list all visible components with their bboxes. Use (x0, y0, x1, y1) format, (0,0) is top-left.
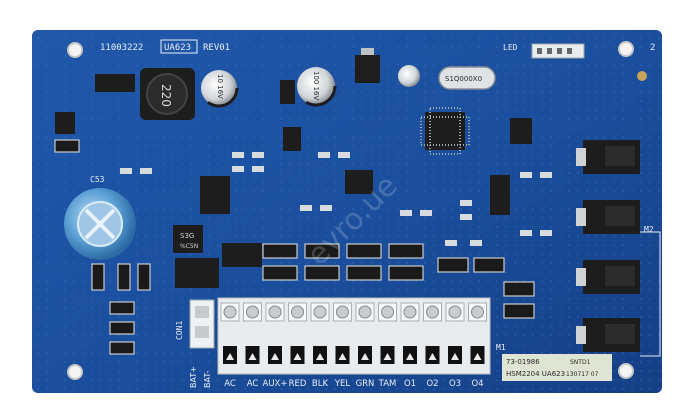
smd-components (54, 139, 552, 355)
terminal-label: AC (247, 379, 259, 389)
svg-text:220: 220 (159, 84, 173, 107)
terminal-screw (243, 302, 262, 364)
led-connector (531, 43, 585, 59)
terminal-screw (288, 302, 307, 364)
svg-text:73-01986: 73-01986 (506, 358, 540, 366)
terminal-label: GRN (356, 379, 375, 389)
terminal-screw (400, 302, 420, 364)
battery-connector (189, 299, 215, 349)
terminal-label: BAT- (203, 371, 212, 388)
terminal-screw (378, 302, 397, 364)
terminal-label: O4 (471, 379, 483, 389)
terminal-label: O3 (449, 379, 461, 389)
terminal-screw (310, 302, 330, 364)
terminal-screw (445, 302, 465, 364)
revision-label: REV01 (203, 43, 230, 53)
svg-text:HSM2204 UA623: HSM2204 UA623 (506, 370, 565, 378)
corner-marker: 2 (650, 43, 655, 53)
m2-label: M2 (644, 225, 654, 234)
m1-label: M1 (496, 343, 506, 352)
terminal-label: AC (224, 379, 236, 389)
capacitor-small-1: 10 16V (199, 68, 239, 108)
capacitor-small-3 (398, 65, 420, 87)
model-label: UA623 (164, 43, 191, 53)
svg-text:10 16V: 10 16V (216, 74, 224, 99)
large-capacitor (64, 188, 136, 260)
terminal-label: RED (289, 379, 307, 389)
cap-c53-label: C53 (90, 175, 105, 184)
terminal-label: O2 (426, 379, 438, 389)
crystal-oscillator: S1Q000X0 (438, 66, 496, 90)
svg-text:SNTD1: SNTD1 (570, 359, 591, 366)
terminal-screw (355, 302, 375, 364)
con1-label: CON1 (175, 321, 184, 340)
led-label: LED (503, 43, 518, 52)
terminal-label: BLK (312, 379, 329, 389)
capacitor-small-2: 100 16V (295, 65, 337, 107)
chip-s3g-label: S3G (180, 232, 194, 240)
svg-text:130717 07: 130717 07 (566, 371, 599, 378)
terminal-screw (220, 302, 240, 364)
part-number: 11003222 (100, 43, 143, 53)
terminal-screw (423, 302, 442, 364)
terminal-label: TAM (378, 379, 397, 389)
output-transistors (576, 140, 640, 352)
regulator-top (355, 55, 380, 83)
ic-chips (55, 74, 532, 288)
inductor: 220 (140, 68, 195, 120)
terminal-block (217, 297, 491, 375)
chip-s3g-sub: %C5N (180, 243, 198, 250)
svg-text:100 16V: 100 16V (312, 71, 320, 100)
terminal-screw (333, 302, 352, 364)
microcontroller-chip (420, 107, 470, 155)
terminal-label: O1 (404, 379, 416, 389)
mounting-holes (67, 41, 647, 380)
svg-text:S1Q000X0: S1Q000X0 (445, 75, 482, 83)
product-sticker: 73-01986 SNTD1 HSM2204 UA623 130717 07 (502, 354, 612, 381)
terminal-label: YEL (334, 379, 351, 389)
terminal-label: BAT+ (189, 366, 198, 388)
terminal-screw (265, 302, 285, 364)
terminal-label: AUX+ (263, 379, 288, 389)
terminal-screw (468, 302, 487, 364)
